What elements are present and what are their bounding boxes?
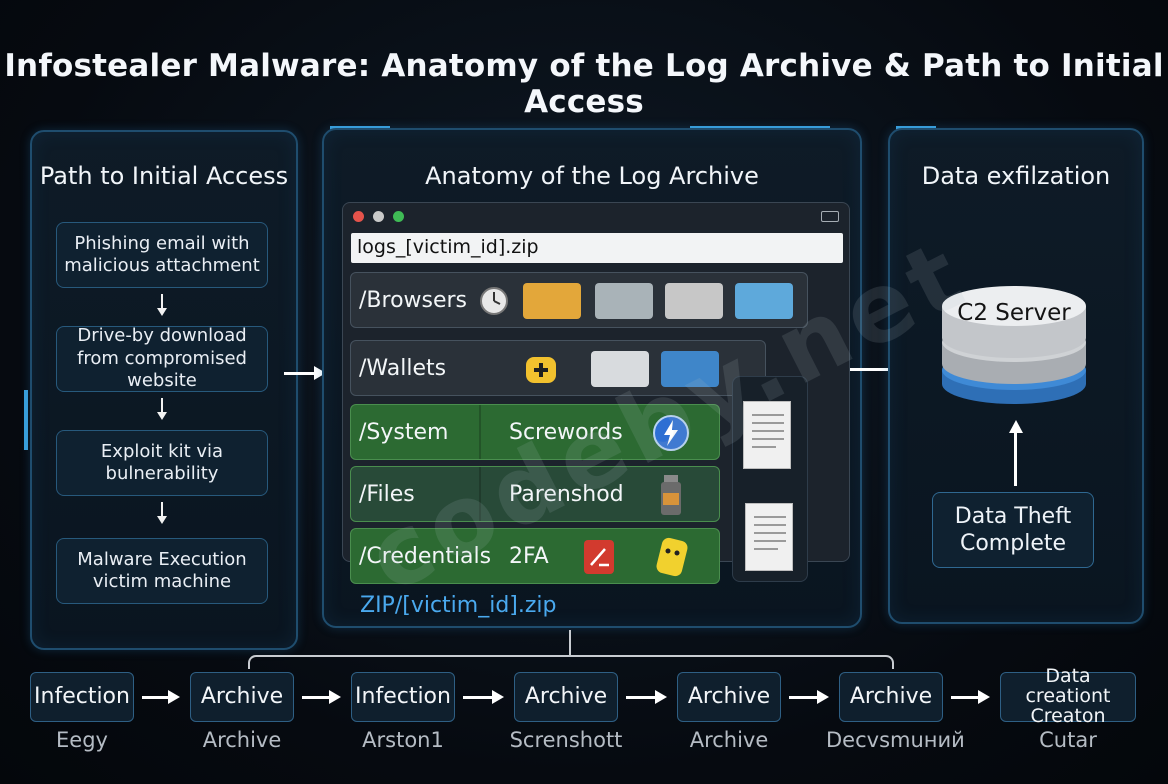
folder-label: /Browsers <box>359 287 468 313</box>
flow-arrow <box>951 690 990 704</box>
minimize-dot[interactable] <box>373 211 384 222</box>
security-key-icon <box>656 537 688 577</box>
jar-icon <box>661 475 681 515</box>
step-drive-by: Drive-by download from compromised websi… <box>56 325 268 392</box>
flow-step-caption: Arston1 <box>362 728 444 752</box>
document-icon <box>743 401 791 469</box>
arrow-to-archive <box>284 366 326 380</box>
credit-card-icon <box>591 351 649 387</box>
flow-step-box: Archive <box>190 672 294 722</box>
folder-label: /Wallets <box>359 355 447 381</box>
flow-step-box: Infection <box>30 672 134 722</box>
folder-sub-label: 2FA <box>509 543 549 569</box>
data-theft-status: Data Theft Complete <box>932 492 1094 568</box>
path-to-initial-access-panel: Path to Initial Access Phishing email wi… <box>30 130 298 650</box>
step-phishing: Phishing email with malicious attachment <box>56 222 268 288</box>
flow-step-box: Infection <box>351 672 455 722</box>
folder-sub-label: Parenshod <box>509 481 624 507</box>
flow-step-box: Data creationt Creaton <box>1000 666 1136 726</box>
folder-label: /System <box>359 419 449 445</box>
credit-card-icon <box>661 351 719 387</box>
flow-step-caption: Archive <box>202 728 282 752</box>
clock-icon <box>480 287 508 315</box>
archive-address-bar[interactable]: logs_[victim_id].zip <box>351 233 843 263</box>
c2-server: C2 Server <box>940 284 1088 408</box>
down-arrow <box>156 398 168 422</box>
flow-brace <box>248 655 894 669</box>
flow-step-box: Archive <box>677 672 781 722</box>
down-arrow <box>156 294 168 318</box>
folder-label: /Credentials <box>359 543 492 569</box>
flow-step-box: Archive <box>514 672 618 722</box>
lightning-icon <box>653 415 689 451</box>
flow-step-box: Archive <box>839 672 943 722</box>
accent-bar <box>24 390 28 450</box>
flow-arrow <box>302 690 341 704</box>
flow-step-caption: Cutar <box>1039 728 1097 752</box>
credit-card-icon <box>595 283 653 319</box>
c2-server-label: C2 Server <box>957 300 1071 326</box>
flow-step-caption: Decvsmuний <box>826 728 965 752</box>
step-exploit-kit: Exploit kit via bulnerability <box>56 430 268 496</box>
zip-label: ZIP/[victim_id].zip <box>360 593 557 618</box>
left-panel-title: Path to Initial Access <box>39 162 289 190</box>
flow-arrow <box>789 690 829 704</box>
window-control-icon[interactable] <box>821 211 839 222</box>
flow-arrow <box>142 690 180 704</box>
maximize-dot[interactable] <box>393 211 404 222</box>
documents-stack <box>732 376 808 582</box>
credit-card-icon <box>735 283 793 319</box>
folder-row-system[interactable]: /System Screwords <box>350 404 720 460</box>
diagram-title: Infostealer Malware: Anatomy of the Log … <box>4 48 1164 120</box>
up-arrow <box>1009 420 1023 486</box>
document-icon <box>745 503 793 571</box>
credit-card-icon <box>523 283 581 319</box>
brace-stem <box>569 630 571 656</box>
flow-step-caption: Eegy <box>56 728 108 752</box>
database-icon <box>942 286 1086 404</box>
wallet-icon <box>526 357 556 383</box>
flow-arrow <box>626 690 667 704</box>
mid-panel-title: Anatomy of the Log Archive <box>425 162 759 190</box>
folder-label: /Files <box>359 481 415 507</box>
credit-card-icon <box>665 283 723 319</box>
flow-step-caption: Archive <box>689 728 769 752</box>
folder-sub-label: Screwords <box>509 419 623 445</box>
folder-row-wallets[interactable]: /Wallets <box>350 340 766 396</box>
step-malware-execution: Malware Execution victim machine <box>56 538 268 604</box>
flow-step-caption: Screnshott <box>509 728 623 752</box>
down-arrow <box>156 502 168 526</box>
flow-arrow <box>463 690 504 704</box>
password-app-icon <box>584 540 614 574</box>
close-dot[interactable] <box>353 211 364 222</box>
folder-row-credentials[interactable]: /Credentials 2FA <box>350 528 720 584</box>
right-panel-title: Data exfilzation <box>921 162 1111 190</box>
folder-row-browsers[interactable]: /Browsers <box>350 272 808 328</box>
folder-row-files[interactable]: /Files Parenshod <box>350 466 720 522</box>
